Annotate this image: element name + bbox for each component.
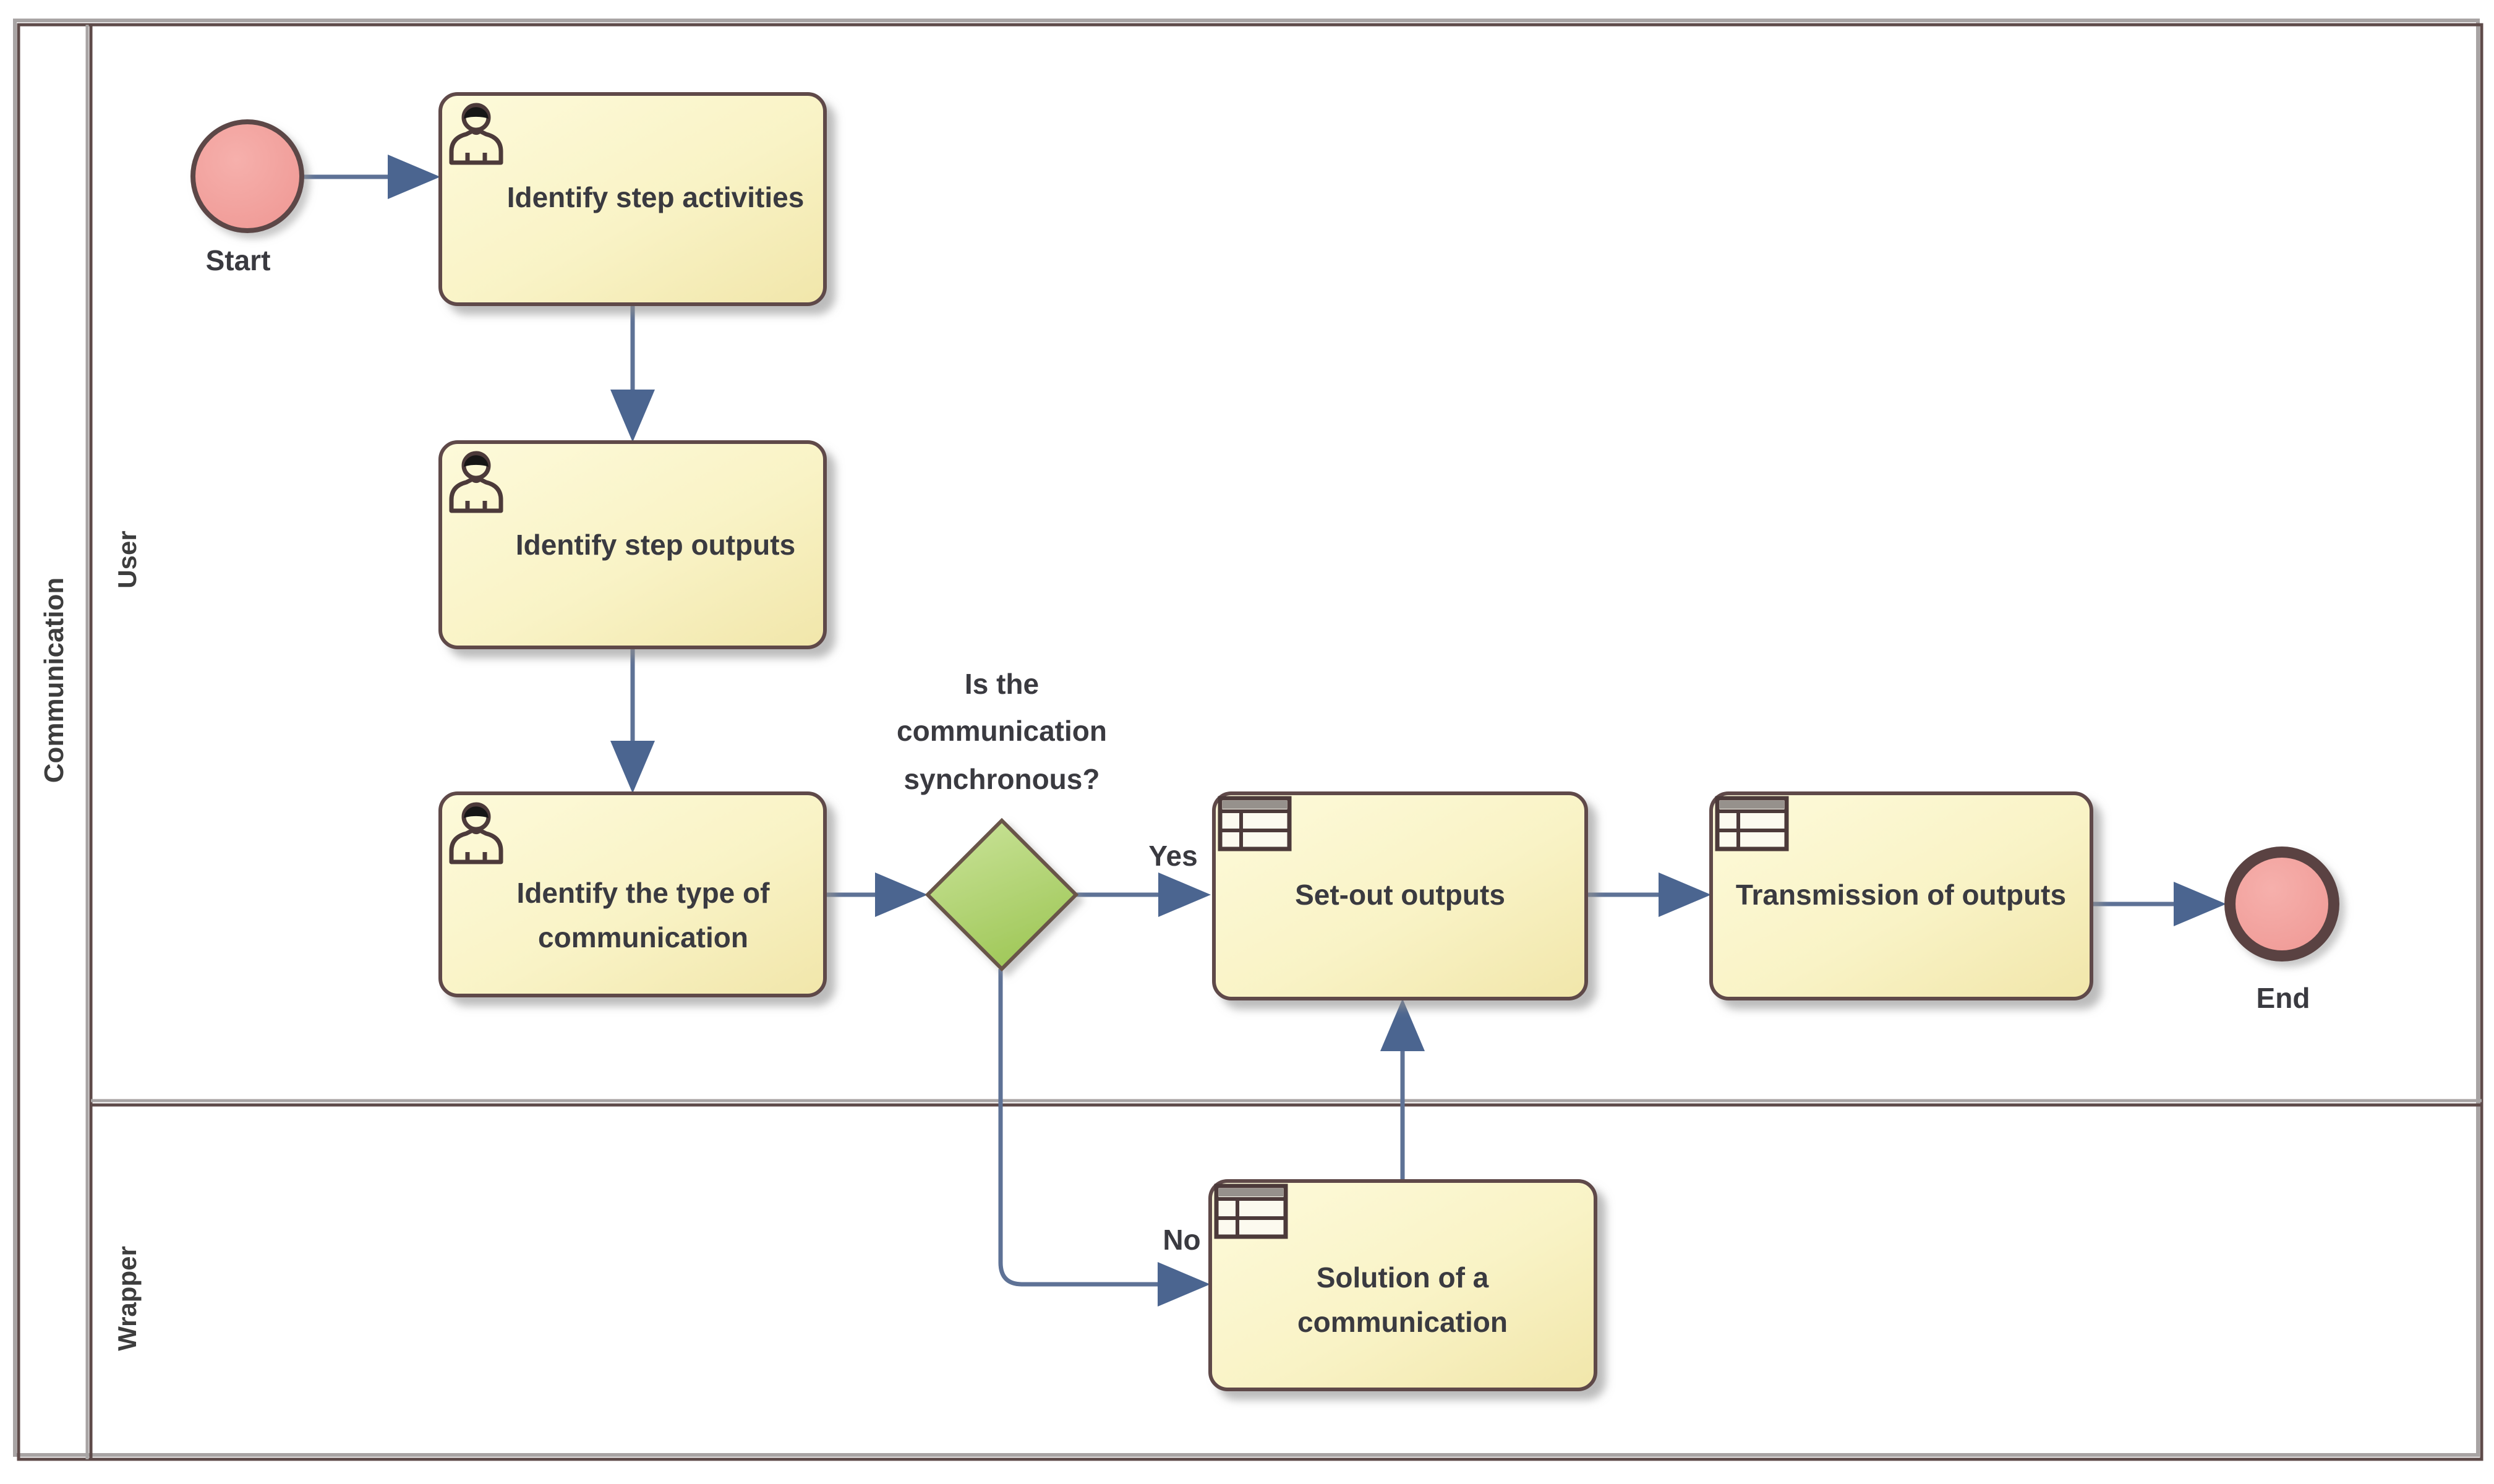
flow-setout-to-transmission[interactable] [1586, 872, 1711, 917]
end-event-label: End [2257, 982, 2310, 1014]
end-event[interactable]: End [2224, 846, 2339, 1014]
flow-gateway-yes[interactable] [1076, 872, 1211, 917]
task-transmission-of-outputs[interactable]: Transmission of outputs [1709, 791, 2093, 1000]
task-label-line1: Identify the type of [517, 877, 771, 909]
business-rule-task-icon [1717, 798, 1787, 849]
pool-label: Communication [39, 578, 69, 783]
task-solution-of-a-communication[interactable]: Solution of a communication [1208, 1179, 1597, 1391]
arrowhead [388, 155, 440, 199]
start-event-label: Start [206, 244, 271, 276]
task-label-line2: communication [1297, 1306, 1508, 1338]
arrowhead [1158, 1262, 1210, 1307]
arrowhead [1659, 872, 1711, 917]
arrowhead [1380, 999, 1425, 1051]
pool-frame-shadow [13, 19, 2480, 1457]
lane-wrapper[interactable]: Wrapper [91, 1099, 2482, 1351]
flow-type-to-gateway[interactable] [825, 872, 928, 917]
task-box [438, 92, 827, 306]
business-rule-task-icon [1216, 1186, 1286, 1237]
flow-activities-to-outputs[interactable] [610, 304, 655, 442]
gateway-diamond [925, 817, 1079, 972]
task-label: Set-out outputs [1295, 879, 1505, 911]
end-event-circle [2224, 846, 2339, 962]
arrowhead [610, 741, 655, 793]
start-event-circle [190, 119, 304, 233]
gateway-question-line2: communication [897, 715, 1107, 747]
arrowhead [610, 390, 655, 442]
task-box [1208, 1179, 1597, 1391]
flow-gateway-no[interactable] [998, 969, 1210, 1307]
pool-communication[interactable]: Communication [13, 19, 2483, 1461]
task-box [1212, 791, 1588, 1000]
task-label: Identify step outputs [516, 529, 795, 561]
arrowhead [1158, 872, 1211, 917]
sequence-flows [303, 155, 2226, 1307]
flow-outputs-to-type[interactable] [610, 647, 655, 793]
gateway-is-communication-synchronous[interactable]: Is the communication synchronous? [897, 668, 1107, 972]
task-identify-step-activities[interactable]: Identify step activities [438, 92, 827, 306]
pool-frame [17, 23, 2483, 1461]
task-box [1709, 791, 2093, 1000]
lane-user[interactable]: User [113, 531, 142, 588]
task-label: Identify step activities [507, 181, 805, 213]
lane-user-label: User [113, 531, 142, 588]
flow-label-no: No [1163, 1224, 1200, 1256]
task-label-line2: communication [538, 921, 748, 953]
task-box [438, 440, 827, 649]
task-set-out-outputs[interactable]: Set-out outputs [1212, 791, 1588, 1000]
task-identify-type-of-communication[interactable]: Identify the type of communication [438, 791, 827, 997]
gateway-question-line1: Is the [965, 668, 1039, 700]
flow-solution-to-setout[interactable] [1380, 999, 1425, 1181]
task-label: Transmission of outputs [1736, 879, 2066, 911]
arrowhead [875, 872, 928, 917]
gateway-question-line3: synchronous? [904, 763, 1100, 795]
arrowhead [2174, 882, 2226, 926]
business-rule-task-icon [1220, 798, 1289, 849]
flow-transmission-to-end[interactable] [2091, 882, 2226, 926]
start-event[interactable]: Start [190, 119, 304, 276]
task-box [438, 791, 827, 997]
flow-start-to-activities[interactable] [303, 155, 440, 199]
task-identify-step-outputs[interactable]: Identify step outputs [438, 440, 827, 649]
flow-label-yes: Yes [1148, 840, 1197, 872]
task-label-line1: Solution of a [1317, 1261, 1489, 1294]
lane-wrapper-label: Wrapper [113, 1246, 142, 1351]
